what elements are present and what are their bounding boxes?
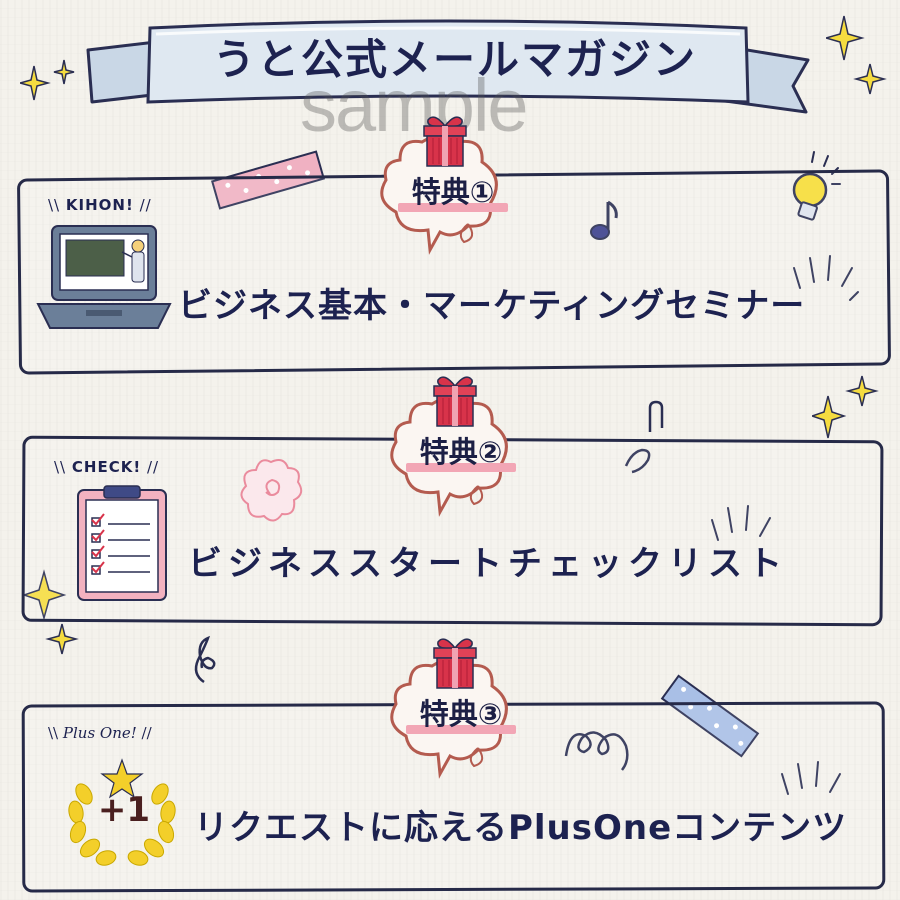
benefit-label-2: ビジネススタートチェックリスト [188,544,788,584]
accent-lines [781,761,841,795]
clipboard-checklist-icon [77,485,167,601]
gift-box-icon [423,116,467,167]
title-ribbon [86,19,810,114]
benefit-badge-3: 特典③ [419,697,503,731]
sample-watermark: sample [300,64,529,147]
laurel-wreath-icon [68,758,176,866]
washi-tape-icon [660,674,760,758]
washi-tape-icon [210,150,326,210]
badge-underline [398,203,508,212]
sparkle-icon [826,15,887,95]
benefit-label-3: リクエストに応えるPlusOneコンテンツ [194,808,848,848]
accent-lines [793,255,859,301]
gift-box-icon [433,376,477,427]
sparkle-icon [812,375,879,439]
flower-doodle [240,459,303,522]
benefit-kicker-3: \\ Plus One! // [48,724,152,742]
benefit-kicker-1: \\ KIHON! // [48,196,152,214]
sparkle-icon [24,569,79,655]
benefit-badge-2: 特典② [419,435,503,469]
page-title: うと公式メールマガジン [212,35,697,84]
paperclip-icon [648,400,664,432]
lightbulb-icon [792,151,841,221]
laptop-presenter-icon [36,225,172,329]
gift-box-icon [433,638,477,689]
music-note-icon [590,200,618,240]
benefit-label-1: ビジネス基本・マーケティングセミナー [178,286,806,326]
plus-one-badge-text: +1 [97,790,151,830]
sparkle-icon [20,59,75,101]
music-note-icon [194,635,216,684]
paperclip-icon [624,448,651,474]
squiggle-doodle [564,731,629,771]
badge-underline [406,463,516,472]
badge-underline [406,725,516,734]
benefit-badge-1: 特典① [411,175,495,209]
benefit-kicker-2: \\ CHECK! // [54,458,160,476]
accent-lines [711,505,771,541]
